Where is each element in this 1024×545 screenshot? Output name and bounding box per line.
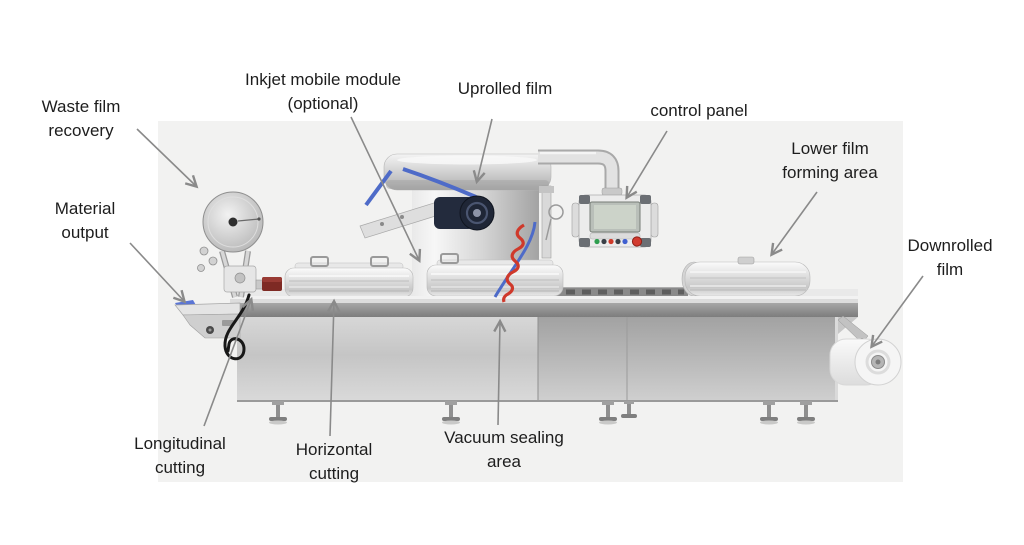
- label-control-panel: control panel: [650, 100, 748, 120]
- label-vacuum-sealing-area: Vacuum sealing area: [444, 427, 564, 471]
- arrow-horizontal-cutting: [327, 298, 341, 437]
- label-downrolled-film: Downrolled film: [907, 235, 993, 279]
- table-top: [230, 296, 858, 317]
- lid-handle: [370, 256, 389, 267]
- lid-handle: [440, 253, 459, 264]
- panel-button: [615, 238, 621, 245]
- reel-hub: [228, 217, 238, 227]
- film-strap: [402, 167, 477, 199]
- control-panel: [571, 194, 659, 248]
- arrow-material-output: [129, 242, 187, 304]
- label-material-output: Material output: [54, 198, 116, 242]
- arrow-waste-film-recovery: [136, 128, 199, 189]
- forming-station-lid: [681, 256, 811, 297]
- emergency-stop-button: [631, 236, 643, 247]
- start-button: [594, 238, 600, 245]
- drive-motor: [255, 277, 282, 291]
- downrolled-film-roll: [829, 315, 902, 386]
- label-inkjet-mobile-module: Inkjet mobile module (optional): [245, 69, 401, 113]
- arrow-vacuum-sealing-area: [493, 318, 507, 426]
- film-guide-bracket: [539, 185, 564, 259]
- control-panel-arm: [538, 149, 623, 196]
- cutting-station-lid: [284, 256, 414, 298]
- label-longitudinal-cutting: Longitudinal cutting: [134, 433, 226, 477]
- label-horizontal-cutting: Horizontal cutting: [295, 439, 373, 483]
- lid-handle: [310, 256, 329, 267]
- arrow-downrolled-film: [870, 275, 924, 349]
- machine-body: [237, 317, 858, 402]
- label-lower-film-forming-area: Lower film forming area: [782, 138, 878, 182]
- arrow-inkjet-mobile-module: [350, 116, 422, 264]
- label-uprolled-film: Uprolled film: [457, 78, 553, 98]
- callout-arrows: [129, 116, 924, 437]
- sealing-station-lid: [426, 253, 564, 297]
- inkjet-module: [359, 167, 495, 239]
- panel-button: [601, 238, 607, 245]
- machine-feet: [269, 401, 815, 425]
- film-strap: [493, 221, 537, 298]
- coiled-air-hose: [502, 223, 525, 303]
- panel-button: [622, 238, 628, 245]
- arrow-lower-film-forming-area: [770, 191, 818, 257]
- arrow-longitudinal-cutting: [203, 296, 255, 427]
- machine-photo: [174, 149, 902, 425]
- film-strap: [364, 169, 393, 207]
- label-waste-film-recovery: Waste film recovery: [41, 96, 121, 140]
- stop-button: [608, 238, 614, 245]
- waste-film-reel: [197, 191, 264, 298]
- arrow-control-panel: [625, 130, 668, 200]
- power-cable: [223, 293, 251, 361]
- arrow-uprolled-film: [472, 118, 493, 185]
